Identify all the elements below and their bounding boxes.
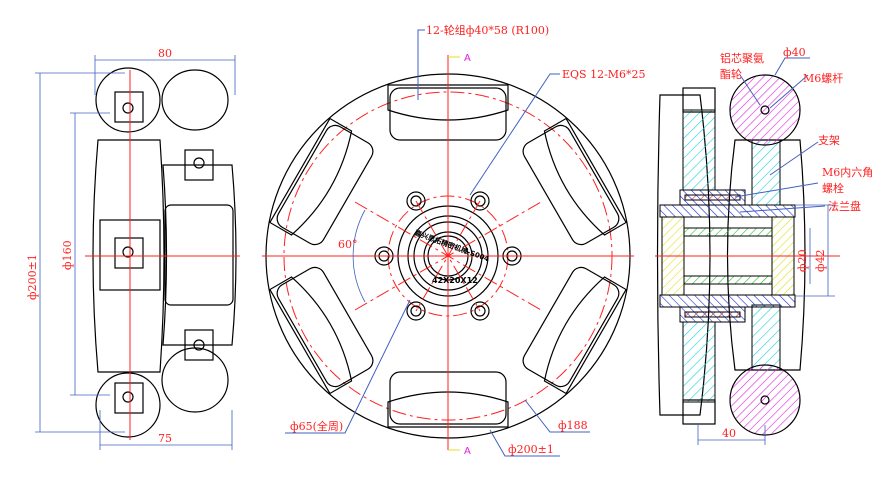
hole-circle-label: ф65(全周): [290, 419, 343, 433]
axle-label: M6螺杆: [803, 71, 843, 85]
wheel-group-label: 12-轮组ф40*58 (R100): [426, 23, 549, 37]
front-view: 嘉兴思拓精密机械-S004 42X20X12: [262, 29, 634, 457]
hub-engraving-bottom: 42X20X12: [432, 276, 478, 285]
bore-dia-label: ф20: [796, 249, 809, 272]
roller-dia-label: ф40: [783, 46, 806, 59]
inner-dia-label: ф188: [558, 419, 588, 432]
section-mark-top: A: [464, 53, 471, 64]
width-top-dim: 80: [158, 47, 172, 60]
section-mark-bottom: A: [464, 446, 471, 457]
flange-label: 法兰盘: [828, 199, 861, 213]
roller-material-line2: 酯轮: [720, 67, 742, 81]
spacing-dim: 40: [722, 427, 736, 440]
roller-material-line1: 铝芯聚氨: [720, 51, 764, 65]
width-bottom-dim: 75: [158, 432, 172, 445]
bracket-label: 支架: [818, 134, 840, 147]
side-view: [35, 55, 240, 450]
bolt-label-line2: 螺栓: [822, 181, 844, 195]
outer-dia-dim-left: ф200±1: [26, 254, 39, 300]
outer-dia-label: ф200±1: [508, 443, 554, 456]
screw-label: EQS 12-M6*25: [562, 68, 646, 81]
inner-dia-dim-left: ф160: [61, 240, 74, 270]
hub-dia-label: ф42: [814, 249, 827, 272]
section-view: [655, 57, 840, 445]
angle-label: 60°: [338, 238, 358, 251]
bolt-label-line1: M6内六角: [822, 165, 873, 179]
